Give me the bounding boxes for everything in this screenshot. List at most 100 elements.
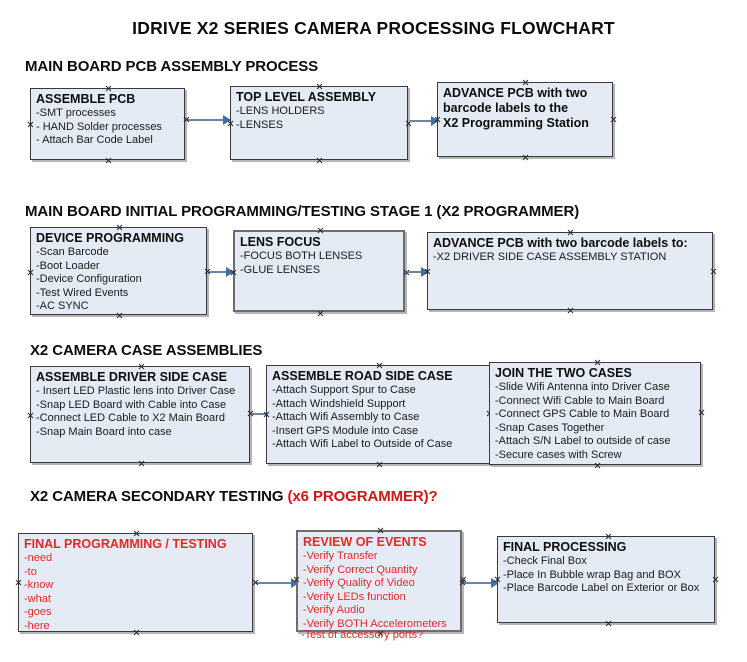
connector-line xyxy=(256,582,298,584)
box-line: -Attach Wifi Label to Outside of Case xyxy=(272,438,453,451)
resize-handle-bottom[interactable] xyxy=(316,157,323,164)
box-line: -X2 DRIVER SIDE CASE ASSEMBLY STATION xyxy=(433,251,667,263)
resize-handle-left[interactable] xyxy=(27,412,34,419)
box-line: -Boot Loader xyxy=(36,259,100,272)
box-line: -Verify Transfer xyxy=(303,550,378,562)
box-join-the-two-cases[interactable]: JOIN THE TWO CASES -Slide Wifi Antenna i… xyxy=(489,362,701,465)
box-line: -Snap Cases Together xyxy=(495,421,605,434)
box-line: -Verify Audio xyxy=(303,604,365,617)
resize-handle-bottom[interactable] xyxy=(605,620,612,627)
resize-handle-bottom[interactable] xyxy=(317,310,324,317)
box-final-processing[interactable]: FINAL PROCESSING -Check Final Box -Place… xyxy=(497,536,715,623)
box-line: -Attach Support Spur to Case xyxy=(272,384,416,396)
resize-handle-right[interactable] xyxy=(403,269,410,276)
resize-handle-left[interactable] xyxy=(230,269,237,276)
box-lens-focus[interactable]: LENS FOCUS -FOCUS BOTH LENSES -GLUE LENS… xyxy=(233,230,405,312)
resize-handle-top[interactable] xyxy=(376,362,383,369)
resize-handle-top[interactable] xyxy=(522,79,529,86)
box-line: -FOCUS BOTH LENSES xyxy=(240,250,363,262)
resize-handle-left[interactable] xyxy=(494,576,501,583)
box-line: -Connect Wifi Cable to Main Board xyxy=(495,394,665,407)
resize-handle-right[interactable] xyxy=(710,268,717,275)
resize-handle-left[interactable] xyxy=(434,116,441,123)
box-line: -Verify BOTH Accelerometers xyxy=(303,617,447,630)
resize-handle-bottom[interactable] xyxy=(138,460,145,467)
resize-handle-left[interactable] xyxy=(293,576,300,583)
box-line: -Attach Windshield Support xyxy=(272,397,406,410)
connector-top-level-assembly-to-advance-pcb xyxy=(410,116,439,126)
box-line: -Attach Wifi Assembly to Case xyxy=(272,411,420,424)
resize-handle-right[interactable] xyxy=(698,409,705,416)
box-line: X2 Programming Station xyxy=(443,116,589,130)
resize-handle-bottom[interactable] xyxy=(105,157,112,164)
section-heading-x2-camera-secondary-testing: X2 CAMERA SECONDARY TESTING (x6 PROGRAMM… xyxy=(30,488,438,505)
box-line: -Verify Correct Quantity xyxy=(303,563,418,576)
resize-handle-bottom[interactable] xyxy=(522,154,529,161)
box-title: ADVANCE PCB with two barcode labels to: xyxy=(433,236,688,250)
resize-handle-bottom[interactable] xyxy=(567,307,574,314)
resize-handle-top[interactable] xyxy=(605,533,612,540)
resize-handle-left[interactable] xyxy=(263,411,270,418)
resize-handle-left[interactable] xyxy=(227,120,234,127)
resize-handle-left[interactable] xyxy=(15,579,22,586)
box-line-overflow-review-of-events: -Test of accessory ports? xyxy=(301,629,424,641)
connector-review-of-events-to-final-processing xyxy=(463,578,499,588)
box-title: LENS FOCUS xyxy=(240,235,321,249)
box-title: FINAL PROCESSING xyxy=(503,540,627,554)
box-assemble-pcb[interactable]: ASSEMBLE PCB -SMT processes - HAND Solde… xyxy=(30,88,185,160)
box-title: ASSEMBLE ROAD SIDE CASE xyxy=(272,369,453,383)
resize-handle-right[interactable] xyxy=(460,576,467,583)
resize-handle-bottom[interactable] xyxy=(594,462,601,469)
box-line: -SMT processes xyxy=(36,107,116,119)
box-line: -Secure cases with Screw xyxy=(495,448,622,461)
resize-handle-top[interactable] xyxy=(317,227,324,234)
resize-handle-top[interactable] xyxy=(567,229,574,236)
resize-handle-top[interactable] xyxy=(105,85,112,92)
box-line: -Slide Wifi Antenna into Driver Case xyxy=(495,381,670,393)
box-title: TOP LEVEL ASSEMBLY xyxy=(236,90,377,104)
box-title: ASSEMBLE DRIVER SIDE CASE xyxy=(36,370,228,384)
box-title: FINAL PROGRAMMING / TESTING xyxy=(24,537,227,551)
resize-handle-left[interactable] xyxy=(27,269,34,276)
box-title: DEVICE PROGRAMMING xyxy=(36,231,184,245)
resize-handle-right[interactable] xyxy=(405,120,412,127)
box-line: -know xyxy=(24,579,54,592)
box-final-programming-testing[interactable]: FINAL PROGRAMMING / TESTING -need -to -k… xyxy=(18,533,253,632)
box-title: ASSEMBLE PCB xyxy=(36,92,136,106)
resize-handle-right[interactable] xyxy=(610,116,617,123)
box-line: -to xyxy=(24,565,37,578)
connector-line xyxy=(407,271,428,273)
resize-handle-right[interactable] xyxy=(712,576,719,583)
resize-handle-bottom[interactable] xyxy=(376,461,383,468)
box-assemble-driver-side-case[interactable]: ASSEMBLE DRIVER SIDE CASE - Insert LED P… xyxy=(30,366,250,463)
box-line: -Connect GPS Cable to Main Board xyxy=(495,408,670,421)
box-line: -need xyxy=(24,552,53,564)
section-heading-main-board-pcb-assembly-process: MAIN BOARD PCB ASSEMBLY PROCESS xyxy=(25,58,319,75)
box-line: -Snap Main Board into case xyxy=(36,425,172,438)
box-line: -what xyxy=(24,592,51,605)
box-device-programming[interactable]: DEVICE PROGRAMMING -Scan Barcode -Boot L… xyxy=(30,227,207,315)
box-line: barcode labels to the xyxy=(443,101,569,115)
box-advance-pcb-to-driver-side-case-assembly-station[interactable]: ADVANCE PCB with two barcode labels to: … xyxy=(427,232,713,310)
box-top-level-assembly[interactable]: TOP LEVEL ASSEMBLY -LENS HOLDERS -LENSES xyxy=(230,86,408,160)
resize-handle-left[interactable] xyxy=(27,121,34,128)
resize-handle-top[interactable] xyxy=(133,530,140,537)
resize-handle-top[interactable] xyxy=(594,359,601,366)
box-line: -Verify LEDs function xyxy=(303,590,406,603)
resize-handle-left[interactable] xyxy=(424,268,431,275)
box-line: -LENSES xyxy=(236,118,284,131)
resize-handle-top[interactable] xyxy=(316,83,323,90)
box-line: -Test Wired Events xyxy=(36,286,129,299)
resize-handle-top[interactable] xyxy=(377,527,384,534)
section-heading-red-suffix: (x6 PROGRAMMER)? xyxy=(287,488,438,505)
section-heading-x2-camera-case-assemblies: X2 CAMERA CASE ASSEMBLIES xyxy=(30,342,263,359)
box-line: -Connect LED Cable to X2 Main Board xyxy=(36,412,225,425)
box-assemble-road-side-case[interactable]: ASSEMBLE ROAD SIDE CASE -Attach Support … xyxy=(266,365,490,464)
resize-handle-connector-start[interactable] xyxy=(252,579,259,586)
resize-handle-top[interactable] xyxy=(138,363,145,370)
box-line: -Check Final Box xyxy=(503,555,587,567)
resize-handle-top[interactable] xyxy=(116,224,123,231)
box-advance-pcb-to-x2-programming-station[interactable]: ADVANCE PCB with two barcode labels to t… xyxy=(437,82,613,157)
box-review-of-events[interactable]: REVIEW OF EVENTS -Verify Transfer -Verif… xyxy=(296,530,462,632)
